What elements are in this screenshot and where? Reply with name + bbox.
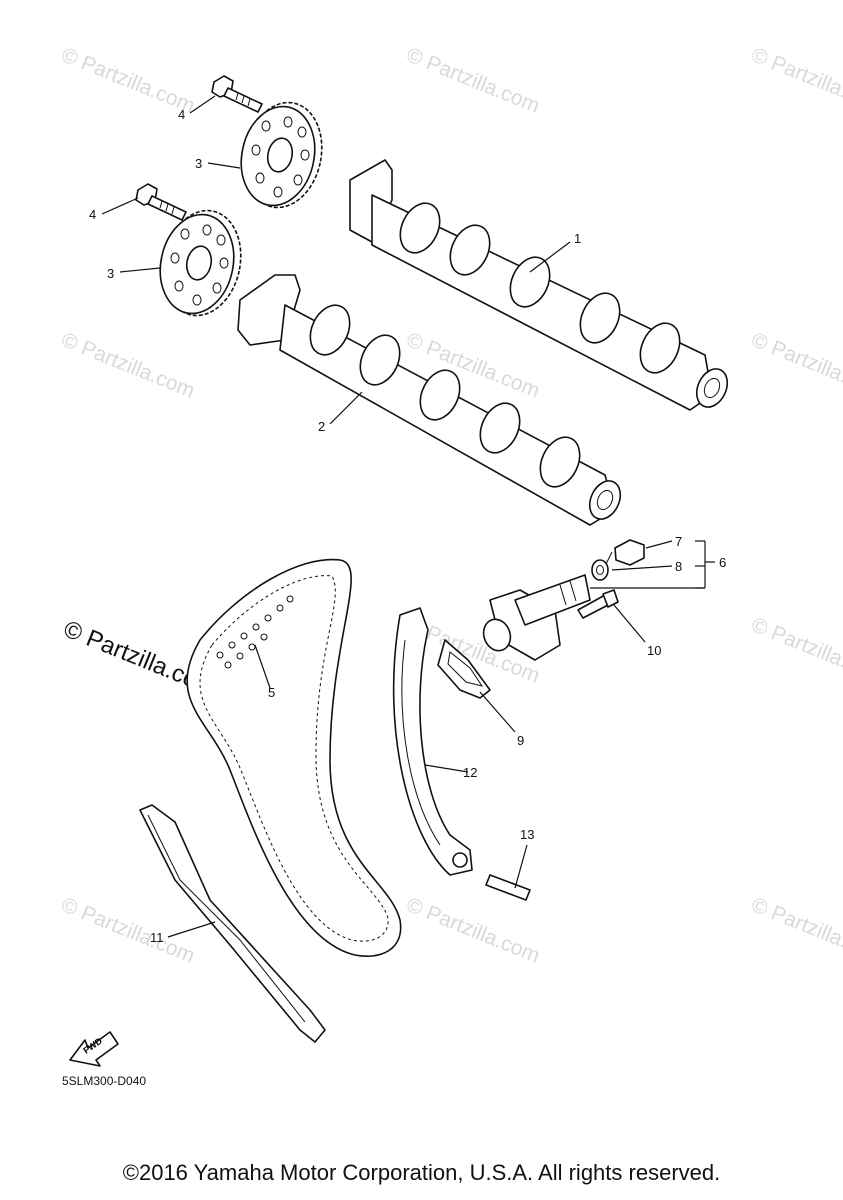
callout-7: 7 bbox=[675, 534, 682, 549]
watermark: © Partzilla.com bbox=[748, 43, 843, 117]
tensioner-mount-bolt bbox=[577, 589, 619, 619]
callout-3-lower: 3 bbox=[107, 266, 114, 281]
chain-tensioner bbox=[482, 574, 591, 661]
watermark: © Partzilla.com bbox=[58, 328, 198, 402]
callout-1: 1 bbox=[574, 231, 581, 246]
callout-9: 9 bbox=[517, 733, 524, 748]
callout-5: 5 bbox=[268, 685, 275, 700]
callout-4-lower: 4 bbox=[89, 207, 96, 222]
callout-2: 2 bbox=[318, 419, 325, 434]
watermark: © Partzilla.com bbox=[748, 328, 843, 402]
fwd-arrow: FWD bbox=[69, 1031, 119, 1067]
tensioner-cap-bolt bbox=[605, 539, 645, 566]
callout-13: 13 bbox=[520, 827, 534, 842]
watermark: © Partzilla.com bbox=[58, 43, 198, 117]
washer bbox=[591, 559, 609, 581]
watermark: © Partzilla.com bbox=[58, 893, 198, 967]
camshaft-exhaust bbox=[349, 159, 729, 411]
callout-12: 12 bbox=[463, 765, 477, 780]
callout-4-upper: 4 bbox=[178, 107, 185, 122]
callout-11: 11 bbox=[150, 930, 164, 945]
watermark: © Partzilla.com bbox=[748, 613, 843, 687]
cam-sprocket-upper bbox=[240, 101, 323, 209]
gasket bbox=[437, 639, 491, 699]
callout-10: 10 bbox=[647, 643, 661, 658]
cam-sprocket-lower bbox=[159, 209, 242, 317]
drawing-code: 5SLM300-D040 bbox=[62, 1074, 146, 1088]
callout-3-upper: 3 bbox=[195, 156, 202, 171]
copyright-notice: ©2016 Yamaha Motor Corporation, U.S.A. A… bbox=[122, 1160, 721, 1185]
cam-chain bbox=[186, 558, 402, 957]
watermark: © Partzilla.com bbox=[403, 43, 543, 117]
bolt-lower bbox=[135, 183, 187, 221]
guide-pin bbox=[485, 874, 531, 901]
callout-8: 8 bbox=[675, 559, 682, 574]
callout-6: 6 bbox=[719, 555, 726, 570]
watermark: © Partzilla.com bbox=[748, 893, 843, 967]
watermark: © Partzilla.com bbox=[403, 893, 543, 967]
bolt-upper bbox=[211, 75, 263, 113]
leader-lines bbox=[101, 95, 715, 938]
camshaft-intake bbox=[237, 274, 622, 526]
chain-guide-tensioner-side bbox=[392, 607, 473, 876]
